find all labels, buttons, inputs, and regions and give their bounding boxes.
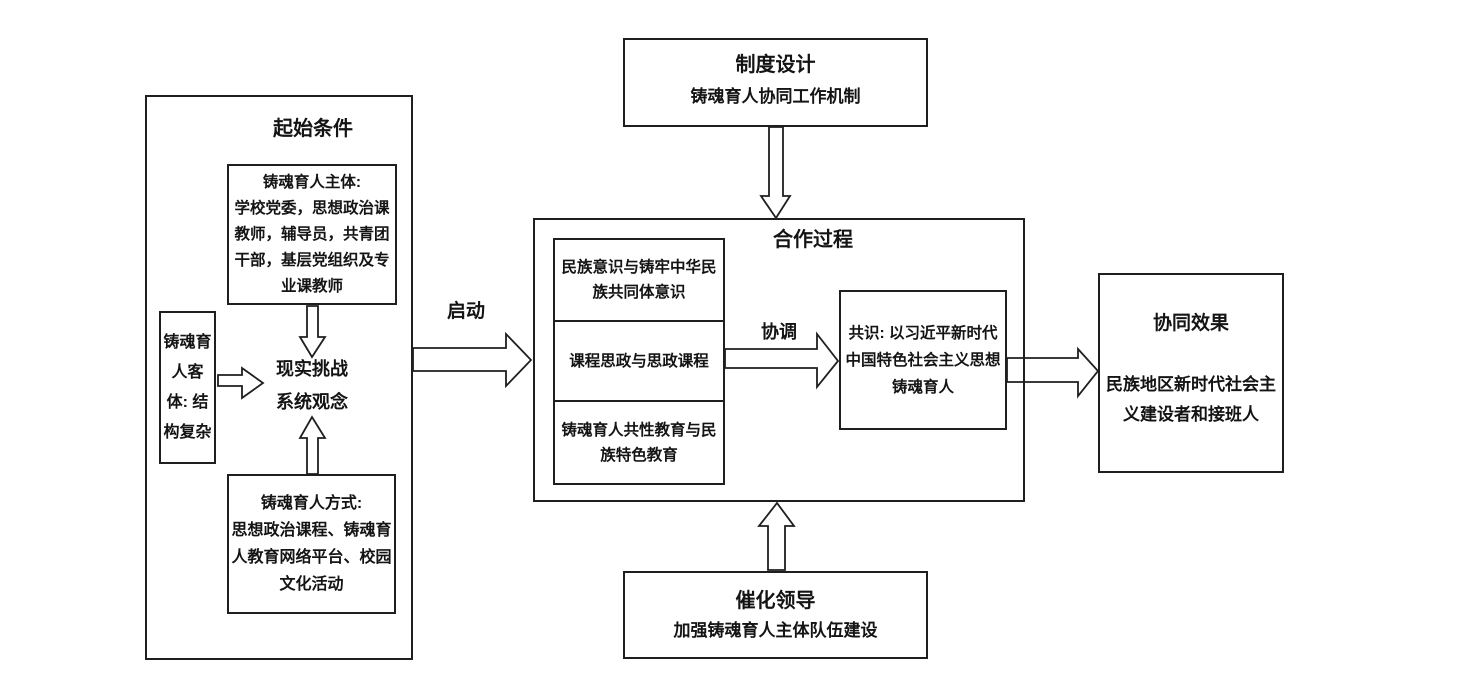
outcome-box: 协同效果 民族地区新时代社会主 义建设者和接班人 — [1098, 273, 1284, 473]
consensus-text: 共识: 以习近平新时代 中国特色社会主义思想 铸魂育人 — [845, 324, 1001, 396]
consensus-box: 共识: 以习近平新时代 中国特色社会主义思想 铸魂育人 — [839, 290, 1007, 430]
coordinate-label: 协调 — [761, 322, 797, 342]
method-text: 铸魂育人方式: 思想政治课程、铸魂育 人教育网络平台、校园 文化活动 — [231, 495, 392, 593]
start-arrow-icon — [412, 331, 533, 389]
challenge-text: 现实挑战 系统观念 — [276, 359, 348, 412]
object-right-arrow-icon — [217, 366, 265, 400]
outcome-title: 协同效果 — [1152, 313, 1229, 334]
coordinate-arrow-icon — [724, 331, 840, 390]
object-box: 铸魂育 人客 体: 结 构复杂 — [159, 311, 216, 464]
start-conditions-box — [145, 95, 413, 660]
subject-box: 铸魂育人主体: 学校党委，思想政治课 教师，辅导员，共青团 干部，基层党组织及专… — [227, 164, 397, 305]
process-item-2: 课程思政与思政课程 — [553, 320, 725, 402]
outcome-body: 民族地区新时代社会主 义建设者和接班人 — [1106, 375, 1276, 424]
method-box: 铸魂育人方式: 思想政治课程、铸魂育 人教育网络平台、校园 文化活动 — [227, 474, 396, 614]
start-conditions-title: 起始条件 — [273, 118, 353, 140]
method-up-arrow-icon — [298, 415, 327, 475]
process-item-3-text: 铸魂育人共性教育与民 族特色教育 — [561, 421, 717, 464]
process-item-1: 民族意识与铸牢中华民 族共同体意识 — [553, 238, 725, 322]
start-label: 启动 — [447, 301, 486, 322]
process-item-3: 铸魂育人共性教育与民 族特色教育 — [553, 400, 725, 485]
catalyst-up-arrow-icon — [757, 501, 796, 571]
process-title: 合作过程 — [773, 229, 853, 251]
subject-text: 铸魂育人主体: 学校党委，思想政治课 教师，辅导员，共青团 干部，基层党组织及专… — [234, 173, 390, 295]
catalyst-subtitle: 加强铸魂育人主体队伍建设 — [673, 621, 878, 640]
process-box — [533, 218, 1025, 502]
outcome-arrow-icon — [1006, 346, 1100, 399]
catalyst-box: 催化领导 加强铸魂育人主体队伍建设 — [623, 571, 928, 659]
catalyst-title: 催化领导 — [735, 590, 816, 612]
institution-subtitle: 铸魂育人协同工作机制 — [690, 87, 861, 106]
institution-down-arrow-icon — [759, 126, 792, 220]
process-item-1-text: 民族意识与铸牢中华民 族共同体意识 — [561, 259, 717, 301]
object-text: 铸魂育 人客 体: 结 构复杂 — [163, 333, 212, 441]
subject-down-arrow-icon — [298, 305, 327, 359]
institution-title: 制度设计 — [735, 54, 816, 76]
institution-box: 制度设计 铸魂育人协同工作机制 — [623, 38, 928, 127]
process-item-2-text: 课程思政与思政课程 — [569, 352, 709, 370]
